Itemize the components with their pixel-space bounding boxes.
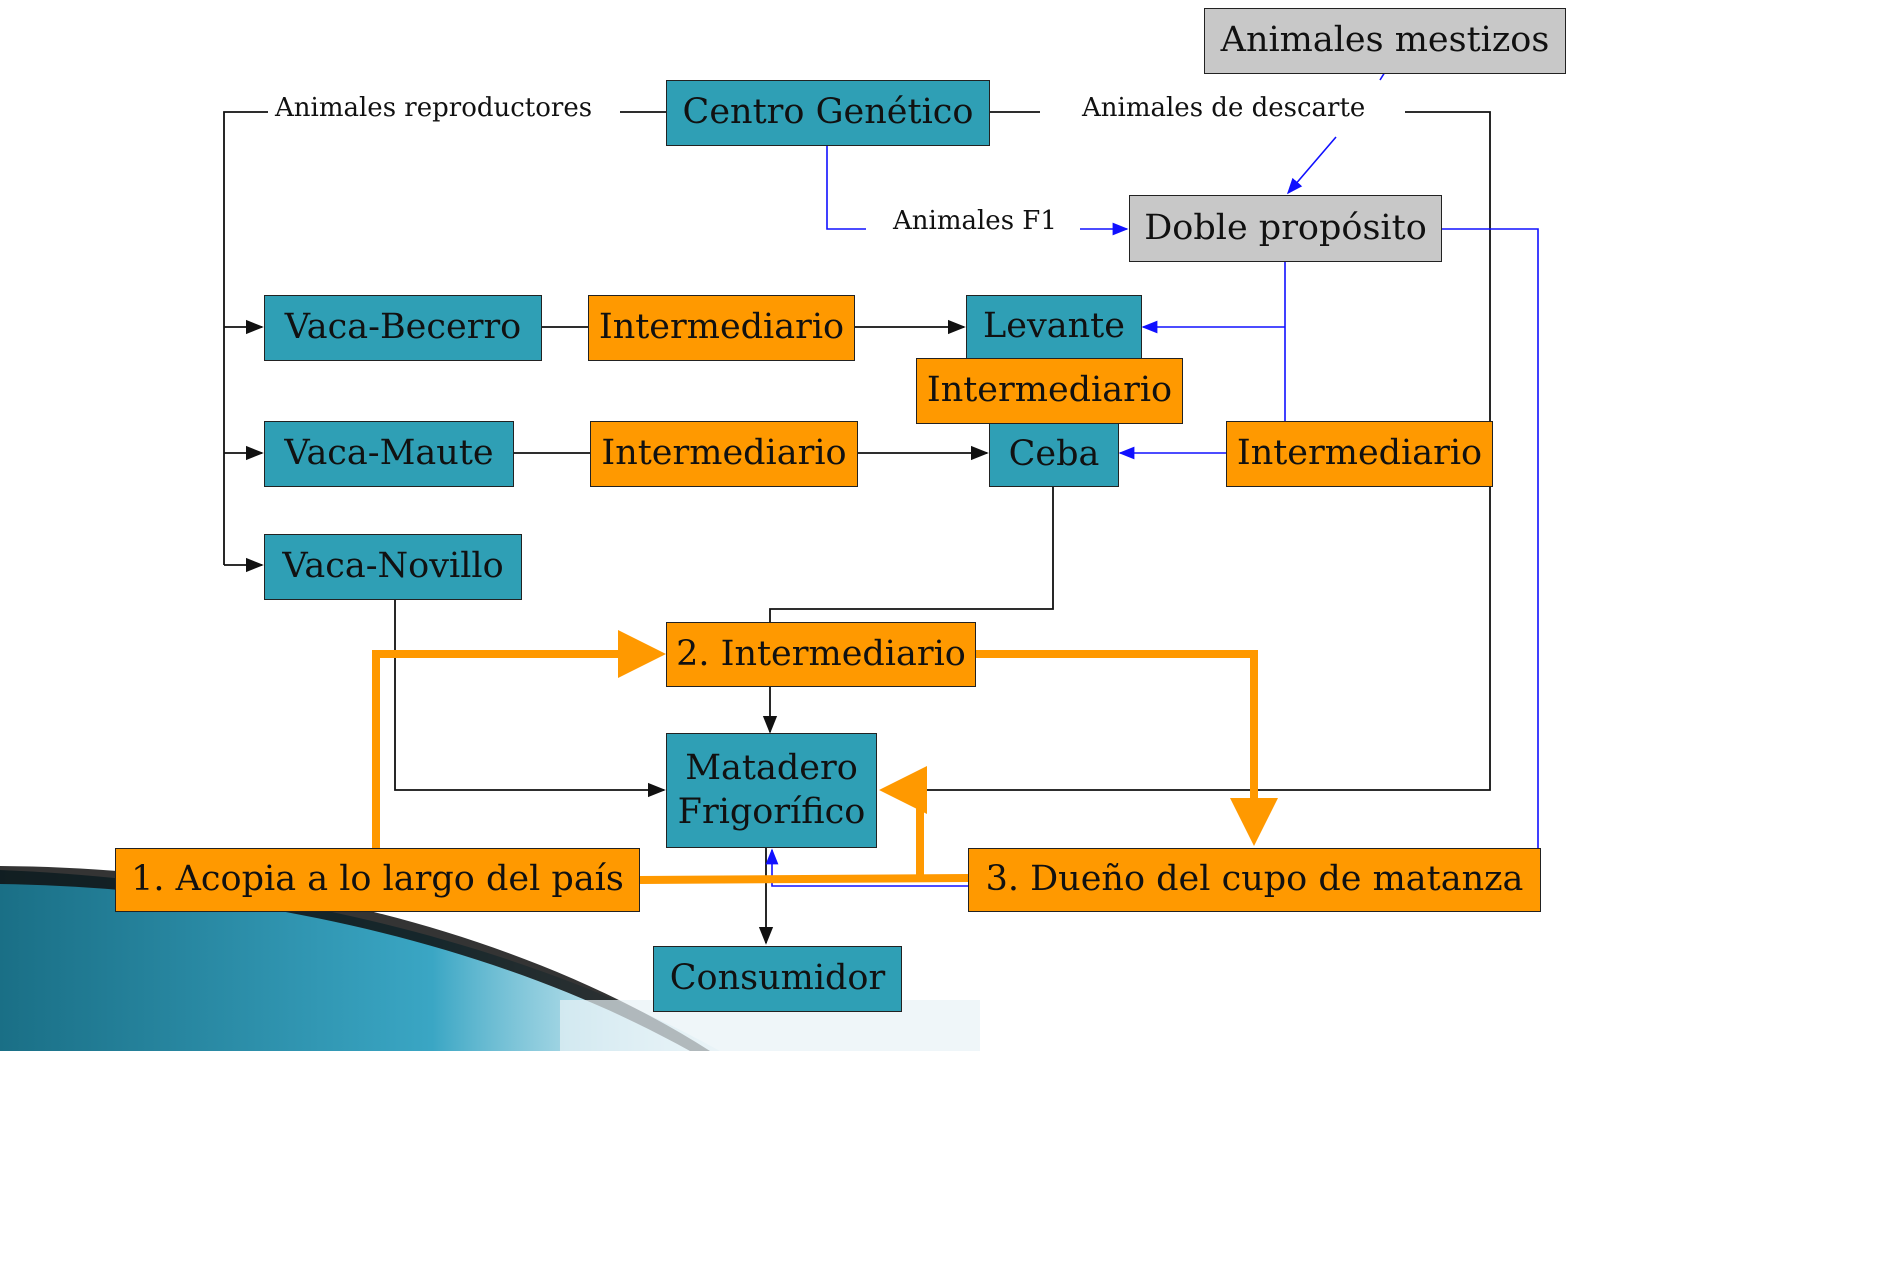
line-novillo-matadero: [394, 600, 666, 798]
node-centro-genetico: Centro Genético: [666, 80, 990, 146]
node-animales-mestizos: Animales mestizos: [1204, 8, 1566, 74]
label-animales-f1: Animales F1: [893, 206, 1057, 236]
node-intermediario-becerro: Intermediario: [588, 295, 855, 361]
line-ceba-down: [769, 487, 1054, 622]
node-vaca-novillo: Vaca-Novillo: [264, 534, 522, 600]
node-intermediario-doble: Intermediario: [1226, 421, 1493, 487]
matadero-label: Matadero Frigorífico: [677, 747, 866, 832]
node-intermediario-levante-ceba: Intermediario: [916, 358, 1183, 424]
black-connectors: [223, 111, 1491, 945]
node-1-acopia: 1. Acopia a lo largo del país: [115, 848, 640, 912]
arrow-acopia-intermediario: [372, 630, 666, 848]
node-ceba: Ceba: [989, 423, 1119, 487]
node-vaca-maute: Vaca-Maute: [264, 421, 514, 487]
line-acopia-dueno: [639, 874, 969, 884]
line-centro-f1: [826, 146, 866, 230]
node-matadero-frigorifico: Matadero Frigorífico: [666, 733, 877, 848]
arrow-intermediario-dueno: [976, 650, 1278, 846]
label-animales-descarte: Animales de descarte: [1082, 93, 1366, 123]
node-intermediario-maute: Intermediario: [590, 421, 858, 487]
node-vaca-becerro: Vaca-Becerro: [264, 295, 542, 361]
line-reproductores-left: [223, 111, 268, 565]
node-consumidor: Consumidor: [653, 946, 902, 1012]
node-3-dueno-cupo: 3. Dueño del cupo de matanza: [968, 848, 1541, 912]
arrow-mestizos-doble: [1288, 71, 1386, 193]
node-doble-proposito: Doble propósito: [1129, 195, 1442, 262]
node-levante: Levante: [966, 295, 1142, 359]
flow-connectors: [223, 71, 1539, 945]
node-2-intermediario: 2. Intermediario: [666, 622, 976, 687]
orange-connectors: [372, 630, 1278, 884]
label-animales-reproductores: Animales reproductores: [275, 93, 593, 123]
arrow-dueno-matadero: [879, 766, 927, 878]
